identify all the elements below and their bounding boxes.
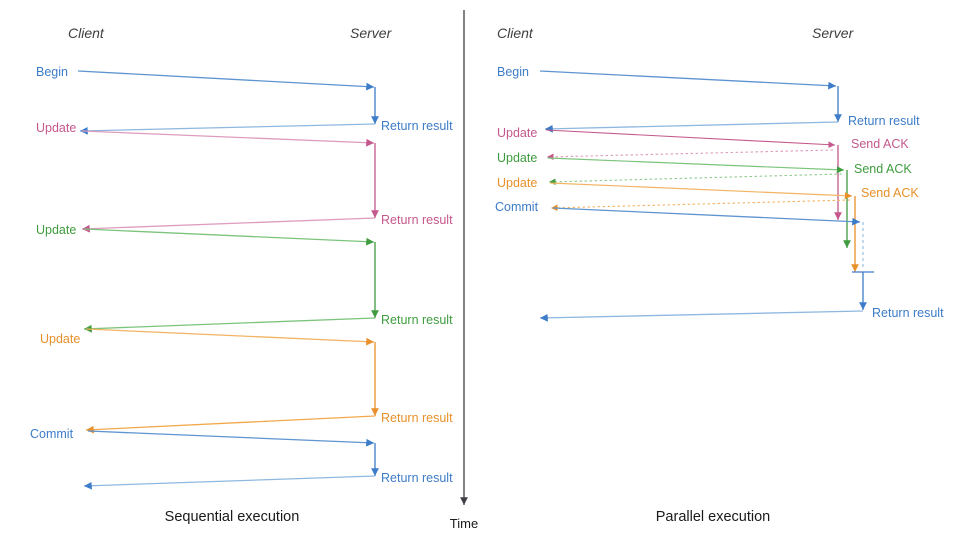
sequential-label-commit: Commit	[30, 427, 74, 441]
parallel-message-update-1: Update Send ACK	[497, 126, 909, 220]
sequential-message-update-2: Update Return result	[36, 223, 453, 333]
parallel-reply-update-3: Send ACK	[861, 186, 919, 200]
sequential-reply-begin: Return result	[381, 119, 453, 133]
sequential-server-role: Server	[350, 25, 393, 41]
parallel-caption: Parallel execution	[656, 509, 770, 525]
parallel-reply-begin: Return result	[848, 114, 920, 128]
parallel-reply-update-1: Send ACK	[851, 137, 909, 151]
parallel-arrow-update3-request	[549, 182, 853, 200]
parallel-arrow-update2-request	[547, 157, 845, 174]
sequential-arrow-update2-reply	[83, 317, 376, 333]
parallel-arrow-commit-request	[552, 207, 861, 226]
parallel-reply-update-2: Send ACK	[854, 162, 912, 176]
sequential-label-begin: Begin	[36, 65, 68, 79]
sequential-arrow-update1-reply	[81, 217, 376, 233]
sequential-label-update-3: Update	[40, 332, 80, 346]
sequential-reply-update-3: Return result	[381, 411, 453, 425]
parallel-arrow-begin-reply	[544, 121, 839, 133]
sequential-message-update-1: Update Return result	[36, 121, 453, 233]
parallel-message-begin: Begin Return result	[497, 65, 920, 133]
panel-parallel: Client Server Begin Return result Update…	[495, 25, 944, 525]
parallel-arrow-update1-ack	[546, 149, 834, 161]
parallel-server-role: Server	[812, 25, 855, 41]
parallel-label-update-3: Update	[497, 176, 537, 190]
parallel-label-commit: Commit	[495, 200, 539, 214]
parallel-client-role: Client	[497, 25, 534, 41]
sequential-reply-commit: Return result	[381, 471, 453, 485]
parallel-label-update-1: Update	[497, 126, 537, 140]
parallel-message-update-2: Update Send ACK	[497, 151, 912, 248]
parallel-label-update-2: Update	[497, 151, 537, 165]
sequential-arrow-begin-request	[77, 70, 375, 91]
sequential-arrow-commit-request	[87, 430, 375, 447]
parallel-arrow-update1-request	[545, 129, 836, 148]
parallel-message-commit: Commit Return result	[495, 200, 944, 322]
sequential-arrow-update1-request	[81, 130, 375, 147]
sequential-arrow-begin-reply	[79, 123, 376, 135]
time-axis: Time	[450, 10, 478, 531]
sequential-label-update-2: Update	[36, 223, 76, 237]
parallel-arrow-begin-request	[539, 70, 837, 90]
sequential-arrow-update3-request	[85, 328, 375, 346]
parallel-arrow-update2-ack	[548, 173, 843, 186]
parallel-message-update-3: Update Send ACK	[497, 176, 919, 272]
sequential-reply-update-1: Return result	[381, 213, 453, 227]
parallel-arrow-commit-reply	[539, 310, 864, 322]
sequential-message-update-3: Update Return result	[40, 328, 453, 434]
sequential-label-update-1: Update	[36, 121, 76, 135]
sequential-arrow-update2-request	[83, 228, 375, 246]
parallel-reply-commit: Return result	[872, 306, 944, 320]
parallel-label-begin: Begin	[497, 65, 529, 79]
sequential-message-commit: Commit Return result	[30, 427, 453, 490]
sequential-arrow-commit-reply	[83, 475, 376, 490]
panel-sequential: Client Server Begin Return result Update…	[30, 25, 453, 525]
sequential-message-begin: Begin Return result	[36, 65, 453, 135]
sequential-client-role: Client	[68, 25, 105, 41]
time-axis-label: Time	[450, 516, 478, 531]
parallel-arrow-update3-ack	[550, 199, 851, 212]
sequential-caption: Sequential execution	[165, 509, 300, 525]
sequential-arrow-update3-reply	[85, 415, 376, 434]
sequential-reply-update-2: Return result	[381, 313, 453, 327]
